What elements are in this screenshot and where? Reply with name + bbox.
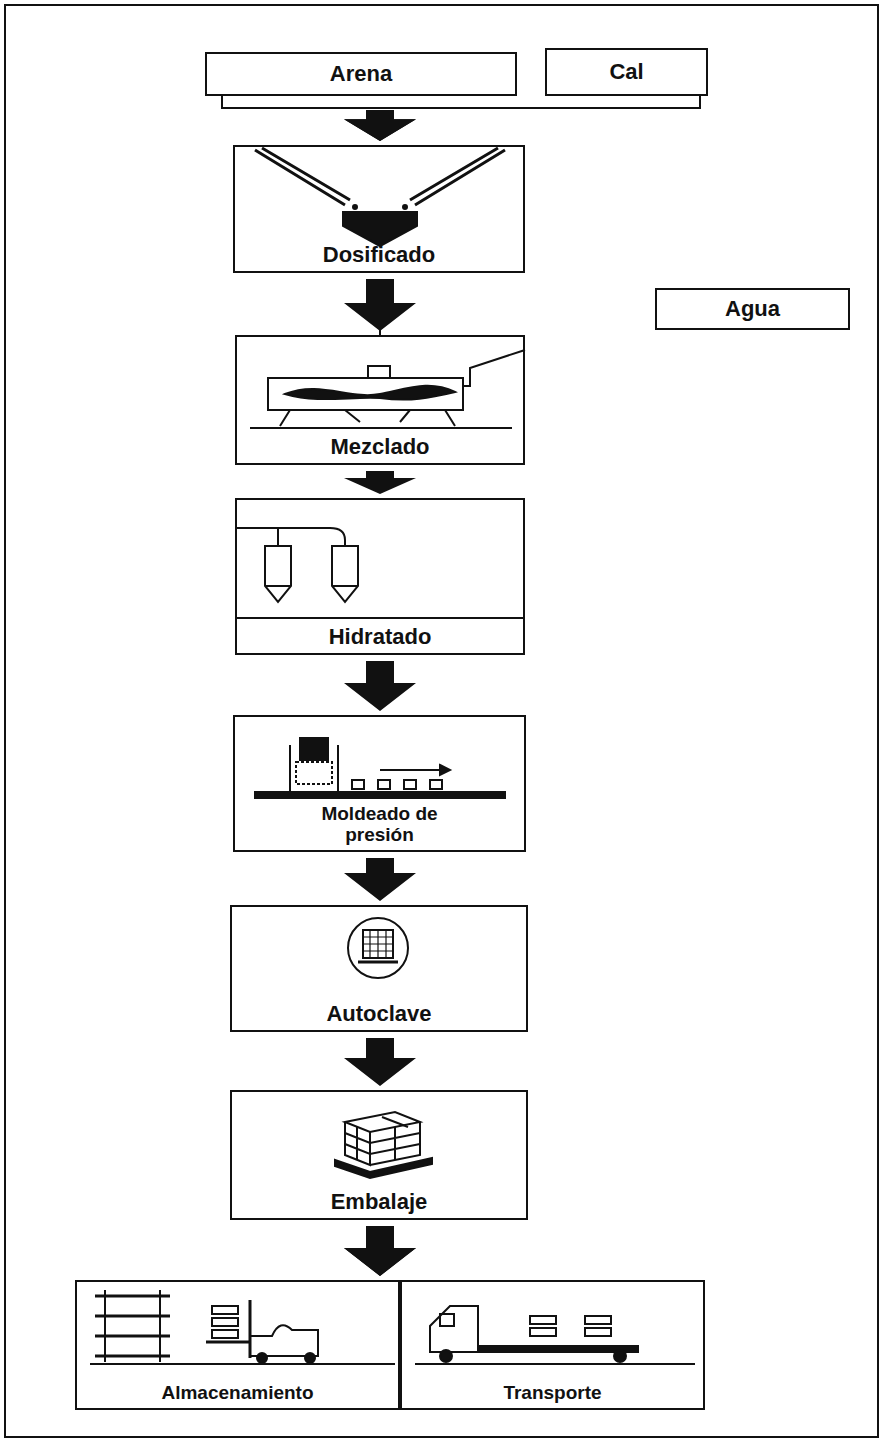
process-box: Mezclado [235, 335, 525, 465]
flow-arrow [344, 858, 416, 901]
process-box: Arena [205, 52, 517, 96]
step-label: Almacenamiento [161, 1383, 313, 1404]
process-box: Cal [545, 48, 708, 96]
step-label: Agua [725, 297, 780, 321]
autoclave-symbol [348, 918, 408, 978]
process-box: Almacenamiento [75, 1280, 400, 1410]
step-label: Dosificado [323, 243, 435, 267]
truck [415, 1306, 695, 1364]
process-box: Autoclave [230, 905, 528, 1032]
process-box: Agua [655, 288, 850, 330]
step-label: Cal [609, 60, 643, 84]
process-box: Hidratado [235, 498, 525, 655]
flow-arrow [344, 661, 416, 711]
pallet-stack [335, 1112, 432, 1178]
process-box: Embalaje [230, 1090, 528, 1220]
flow-arrow [344, 1226, 416, 1276]
step-label: Embalaje [331, 1190, 428, 1214]
flow-arrow [344, 1038, 416, 1086]
flow-arrow [344, 471, 416, 494]
process-box: Transporte [400, 1280, 705, 1410]
process-box: Moldeado de presión [233, 715, 526, 852]
hydration-silos [237, 528, 523, 618]
storage-shelves [90, 1290, 395, 1364]
step-label: Arena [330, 62, 392, 86]
flow-arrow [344, 279, 416, 331]
step-label: Transporte [503, 1383, 601, 1404]
dosing-hopper [255, 148, 505, 246]
flow-arrow [344, 1226, 416, 1276]
step-label: Moldeado de presión [315, 804, 445, 846]
step-label: Hidratado [329, 625, 432, 649]
mixer-machine [250, 350, 525, 428]
press-machine [255, 738, 505, 798]
process-box: Dosificado [233, 145, 525, 273]
page-frame [5, 5, 878, 1437]
step-label: Mezclado [330, 435, 429, 459]
flow-arrow [222, 96, 416, 141]
step-label: Autoclave [326, 1002, 431, 1026]
flow-arrow [344, 96, 700, 141]
